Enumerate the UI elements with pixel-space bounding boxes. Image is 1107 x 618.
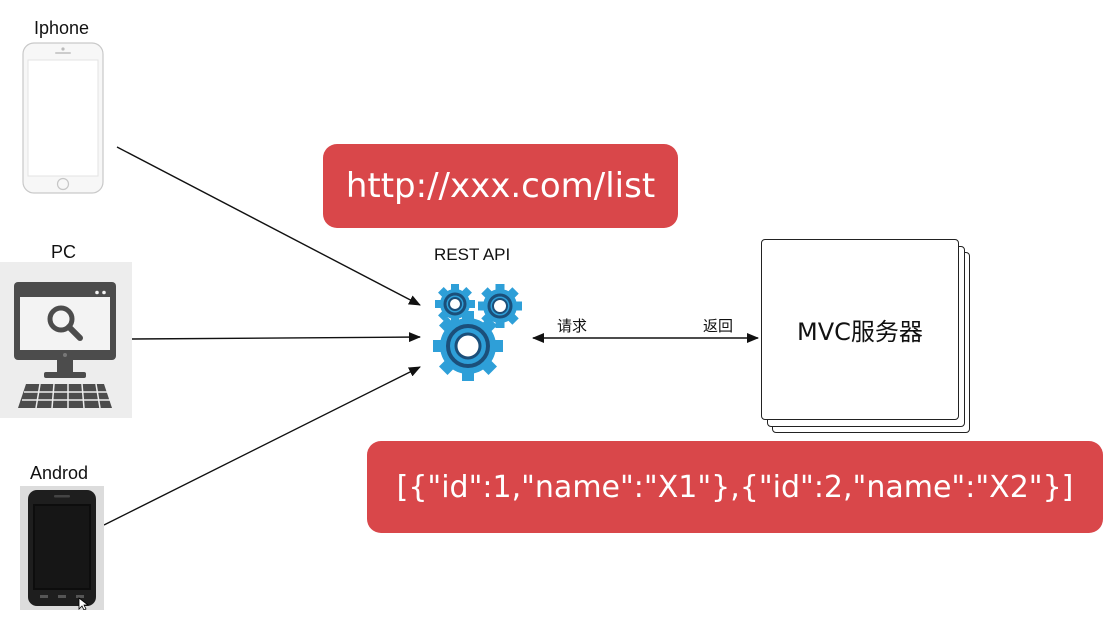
iphone-icon: [22, 42, 104, 194]
iphone-label: Iphone: [34, 18, 90, 38]
pc-arrow: [131, 332, 421, 343]
iphone-arrow: [116, 146, 421, 306]
android-label: Androd: [30, 463, 89, 483]
rest-api-label: REST API: [434, 245, 511, 264]
mvc-server-label: MVC服务器: [797, 318, 923, 346]
return-label: 返回: [703, 317, 734, 335]
json-response-callout: [{"id":1,"name":"X1"},{"id":2,"name":"X2…: [367, 441, 1103, 533]
pc-label: PC: [51, 242, 77, 262]
request-url-callout: http://xxx.com/list: [323, 144, 678, 228]
android-arrow: [103, 366, 421, 526]
server-sheet-front: [761, 239, 959, 420]
android-phone-icon: [20, 486, 104, 610]
gears-icon: [433, 284, 522, 381]
computer-icon: [0, 262, 132, 418]
request-label: 请求: [557, 317, 588, 335]
